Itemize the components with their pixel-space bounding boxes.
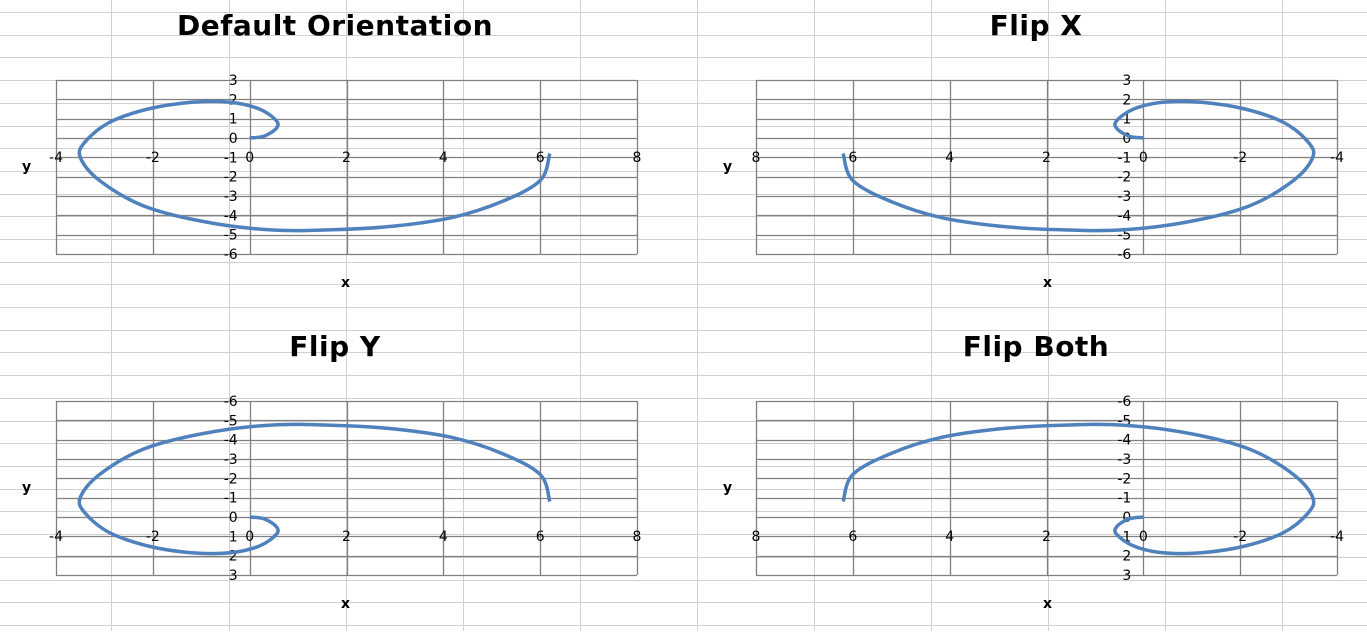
series-line: [77, 99, 552, 233]
x-tick-label: -2: [1233, 150, 1247, 166]
y-tick-label: -1: [1117, 491, 1131, 507]
y-tick-label: -6: [1117, 247, 1131, 263]
y-tick-label: 0: [229, 510, 238, 526]
y-tick-label: -3: [224, 452, 238, 468]
y-tick-label: -1: [1117, 150, 1131, 166]
y-tick-label: 2: [1122, 549, 1131, 565]
x-tick-label: 8: [633, 529, 642, 545]
x-axis-title: x: [341, 596, 351, 612]
y-tick-label: -2: [1117, 471, 1131, 487]
x-tick-label: 0: [245, 150, 254, 166]
x-tick-label: -2: [146, 150, 160, 166]
plot-area: -4 -2 0 2 4 6 8 3 2 1 0 -1 -2 -3 -4 -5 -6: [49, 73, 642, 263]
y-tick-label: 1: [229, 112, 238, 128]
x-tick-label: -4: [49, 150, 63, 166]
y-tick-label: -2: [1117, 170, 1131, 186]
x-tick-label: 6: [848, 150, 857, 166]
chart-title: Flip Y: [289, 330, 381, 363]
y-tick-label: -3: [1117, 189, 1131, 205]
x-tick-label: 6: [536, 529, 545, 545]
y-tick-label: -4: [1117, 433, 1131, 449]
series-line: [841, 422, 1316, 556]
y-axis-title: y: [723, 480, 733, 496]
y-tick-label: -6: [224, 394, 238, 410]
y-axis-title: y: [22, 159, 32, 175]
y-tick-label: -6: [224, 247, 238, 263]
x-tick-label: 4: [439, 150, 448, 166]
y-tick-label: 1: [1122, 112, 1131, 128]
y-tick-label: 2: [1122, 92, 1131, 108]
y-tick-label: 0: [1122, 131, 1131, 147]
x-tick-label: 2: [342, 529, 351, 545]
y-tick-label: 3: [1122, 568, 1131, 584]
y-tick-label: -5: [224, 413, 238, 429]
x-tick-label: 2: [1042, 150, 1051, 166]
y-tick-label: -1: [224, 491, 238, 507]
y-tick-label: -4: [1117, 208, 1131, 224]
x-axis-title: x: [1043, 596, 1053, 612]
y-tick-label: 1: [1122, 529, 1131, 545]
x-tick-label: 6: [536, 150, 545, 166]
chart-title: Flip X: [989, 9, 1083, 42]
y-axis-title: y: [22, 480, 32, 496]
y-tick-label: 3: [1122, 73, 1131, 89]
series-line: [77, 422, 552, 556]
y-tick-label: -2: [224, 170, 238, 186]
x-tick-label: 2: [342, 150, 351, 166]
x-tick-label: -4: [1330, 150, 1344, 166]
x-tick-label: 8: [633, 150, 642, 166]
chart-title: Flip Both: [962, 330, 1110, 363]
x-tick-label: 0: [245, 529, 254, 545]
y-tick-label: -3: [1117, 452, 1131, 468]
y-tick-label: -4: [224, 433, 238, 449]
y-tick-label: -3: [224, 189, 238, 205]
y-tick-label: -1: [224, 150, 238, 166]
x-tick-label: -4: [1330, 529, 1344, 545]
y-tick-label: 3: [229, 568, 238, 584]
y-tick-label: -2: [224, 471, 238, 487]
x-tick-label: 0: [1139, 529, 1148, 545]
x-axis-title: x: [341, 275, 351, 291]
y-tick-label: 2: [229, 92, 238, 108]
y-tick-label: -6: [1117, 394, 1131, 410]
x-tick-label: 8: [752, 150, 761, 166]
y-axis-title: y: [723, 159, 733, 175]
x-axis-title: x: [1043, 275, 1053, 291]
y-tick-label: 2: [229, 549, 238, 565]
x-tick-label: 4: [945, 529, 954, 545]
x-tick-label: 8: [752, 529, 761, 545]
series-line: [841, 99, 1316, 233]
x-tick-label: 4: [439, 529, 448, 545]
x-tick-label: -4: [49, 529, 63, 545]
x-tick-label: -2: [146, 529, 160, 545]
y-tick-label: 3: [229, 73, 238, 89]
x-tick-label: 4: [945, 150, 954, 166]
x-tick-label: 6: [848, 529, 857, 545]
x-tick-label: 0: [1139, 150, 1148, 166]
y-tick-label: -5: [224, 228, 238, 244]
x-tick-label: 2: [1042, 529, 1051, 545]
chart-title: Default Orientation: [176, 9, 494, 42]
y-tick-label: 1: [229, 529, 238, 545]
y-tick-label: -4: [224, 208, 238, 224]
y-tick-label: 0: [229, 131, 238, 147]
x-tick-label: -2: [1233, 529, 1247, 545]
